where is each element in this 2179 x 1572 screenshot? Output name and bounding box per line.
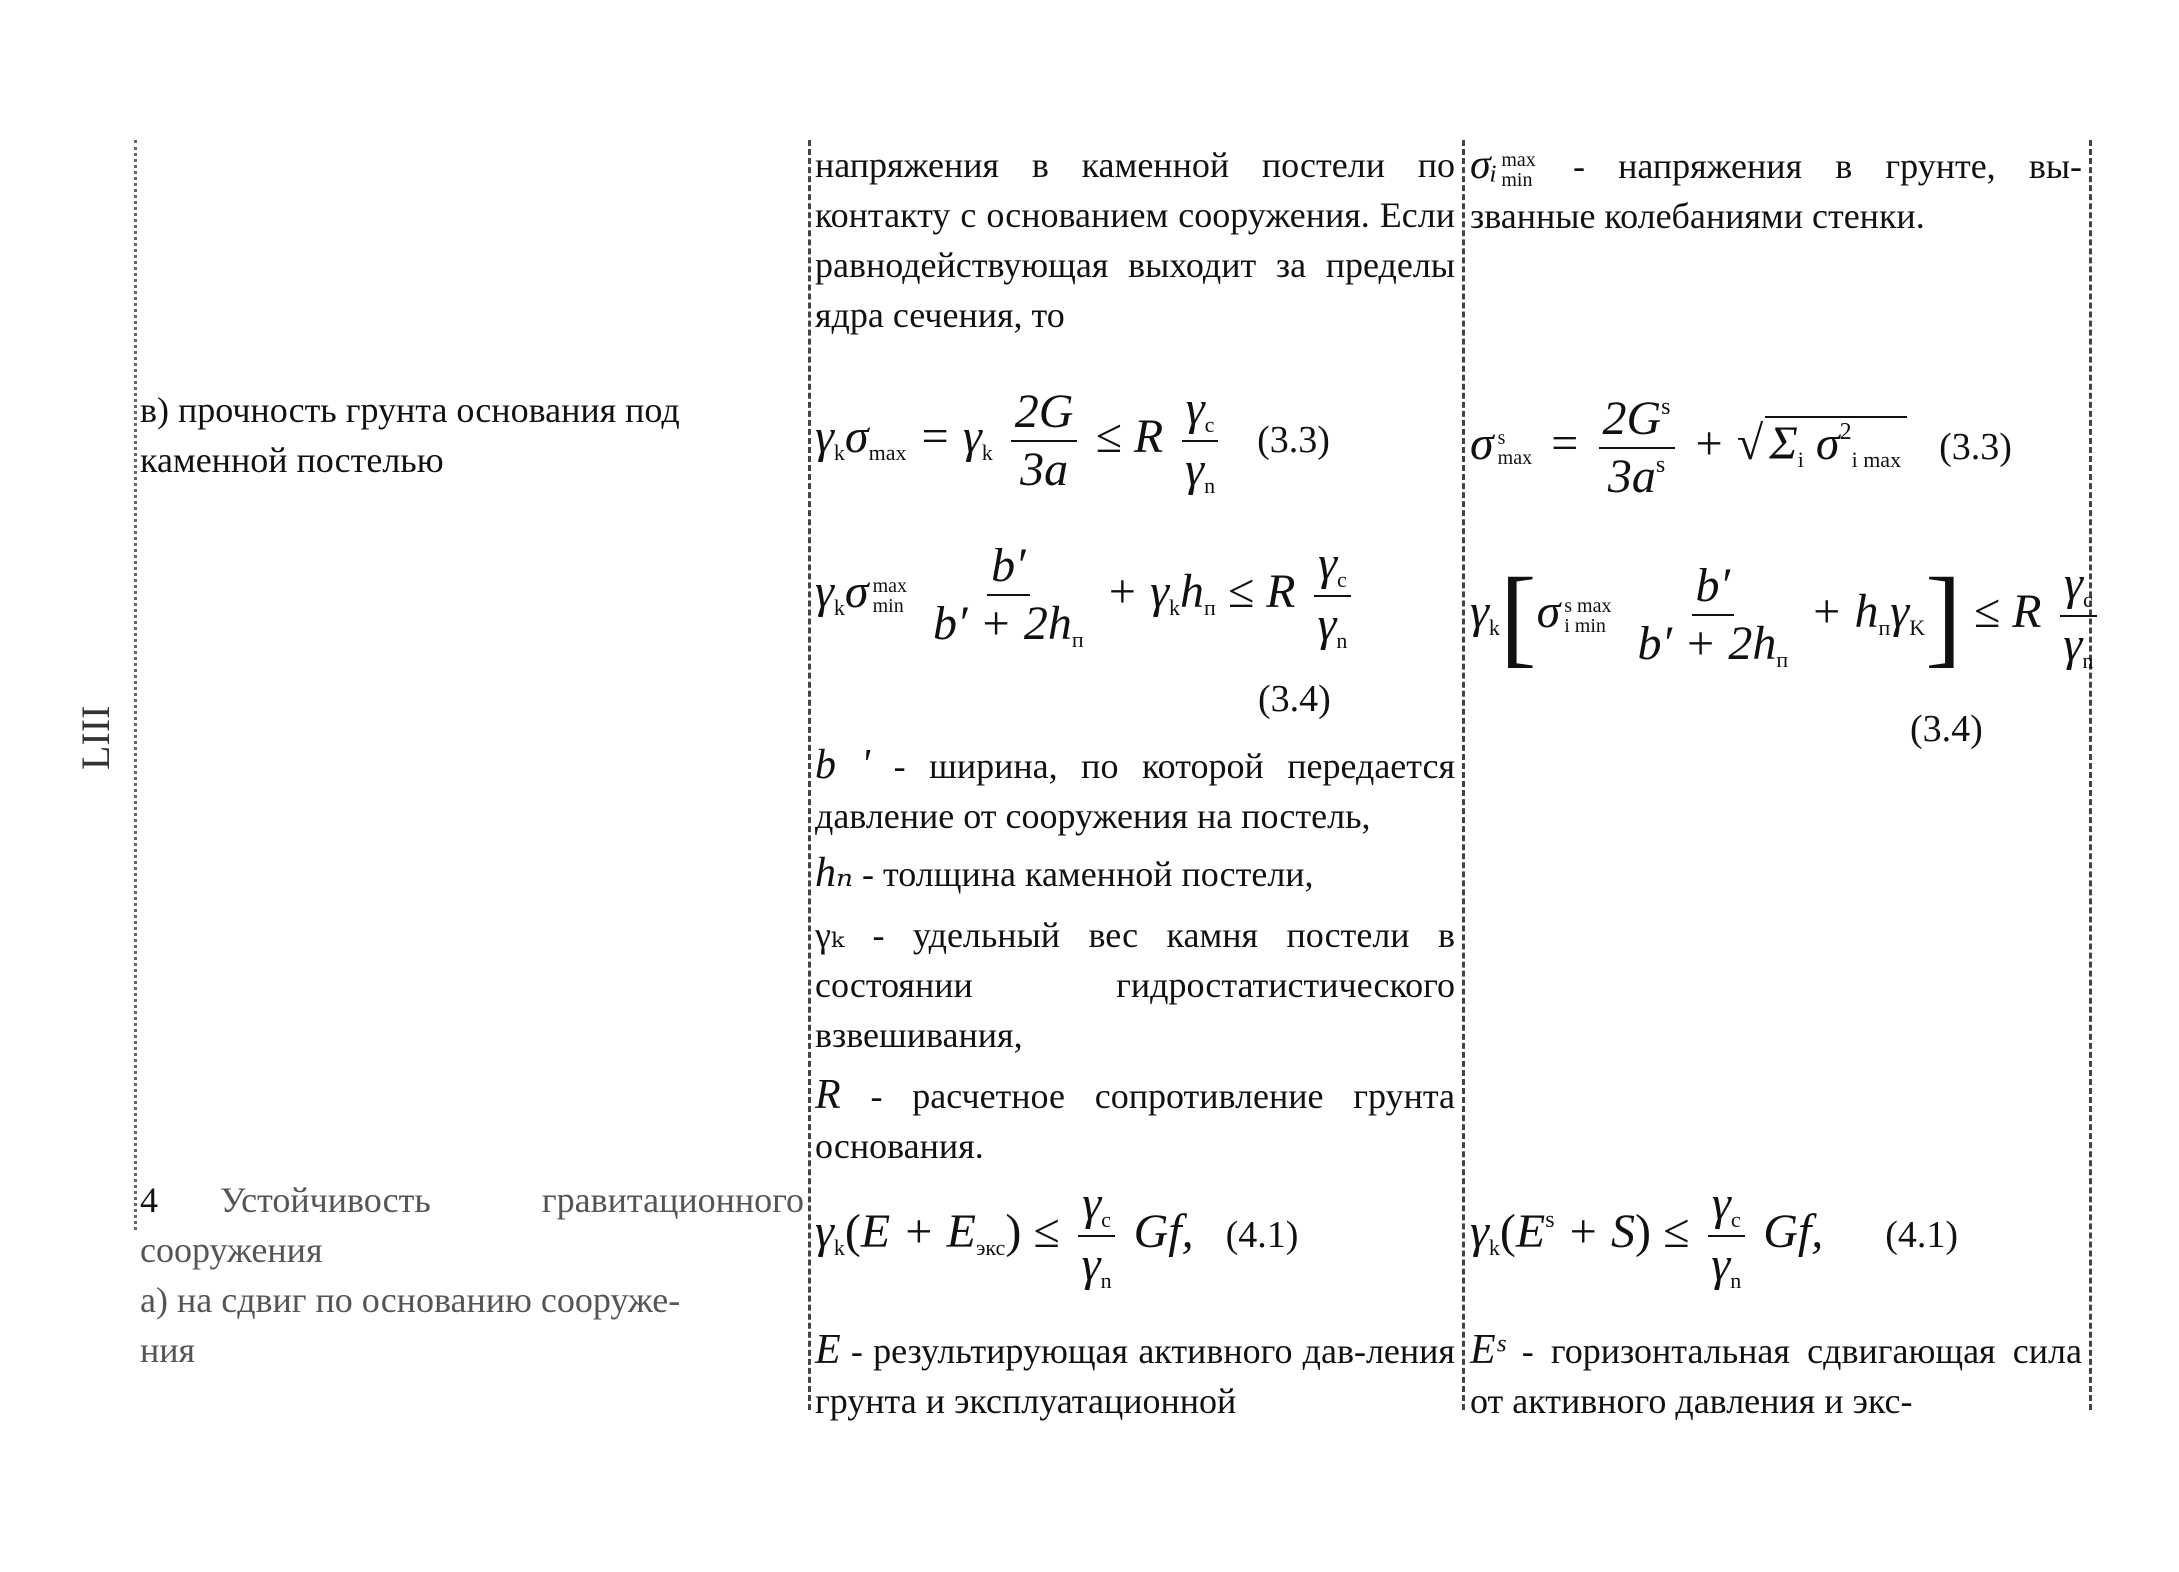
- symbol-Es: Eˢ: [1470, 1327, 1505, 1373]
- middle-intro-paragraph: напряжения в каменной постели по контакт…: [815, 145, 1455, 335]
- eq-3-3-number-middle: (3.3): [1257, 419, 1330, 462]
- column-divider-2: [1462, 140, 1465, 1410]
- eq-3-4-number-right: (3.4): [1910, 708, 1983, 750]
- symbol-sigma: σᵢ: [1470, 142, 1498, 188]
- definition-R-text: - расчетное сопротивление грунта основан…: [815, 1076, 1455, 1166]
- right-border-rule: [2089, 140, 2092, 1410]
- symbol-gamma: γₖ: [815, 915, 845, 955]
- definition-E-text: - результирующая активного дав-ления гру…: [815, 1331, 1455, 1421]
- definition-b: b ' - ширина, по которой передается давл…: [815, 740, 1455, 841]
- symbol-b: b ': [815, 742, 871, 788]
- definition-b-text: - ширина, по которой передается давление…: [815, 746, 1455, 836]
- eq-3-4-number-middle: (3.4): [1258, 678, 1331, 720]
- eq-4-1-number-right: (4.1): [1885, 1214, 1959, 1257]
- side-page-mark: LIII: [73, 705, 118, 770]
- definition-h: hₙ - толщина каменной постели,: [815, 848, 1314, 899]
- symbol-h: hₙ: [815, 850, 854, 896]
- item-v-line1: в) прочность грунта основания под: [140, 390, 680, 430]
- definition-sigma-text: - напряжения в грунте, вы-званные колеба…: [1470, 146, 2082, 236]
- definition-h-text: - толщина каменной постели,: [853, 854, 1314, 894]
- item-a-line1: а) на сдвиг по основанию сооруже-: [140, 1280, 681, 1320]
- definition-gamma: γₖ - удельный вес камня постели в состоя…: [815, 910, 1455, 1060]
- definition-E: E - результирующая активного дав-ления г…: [815, 1325, 1455, 1426]
- left-margin-rule: [134, 140, 137, 1230]
- definition-R: R - расчетное сопротивление грунта основ…: [815, 1070, 1455, 1171]
- item-v-line2: каменной постелью: [140, 440, 444, 480]
- item-4-number: 4: [140, 1180, 158, 1220]
- item-a-line2: ния: [140, 1330, 196, 1370]
- item-4-line1: Устойчивость гравитационного: [220, 1180, 804, 1220]
- symbol-E: E: [815, 1327, 841, 1373]
- eq-4-1-number-middle: (4.1): [1225, 1214, 1299, 1257]
- definition-Es: Eˢ - горизонтальная сдвигающая сила от а…: [1470, 1325, 2082, 1426]
- item-4-line2: сооружения: [140, 1230, 323, 1270]
- definition-gamma-text: - удельный вес камня постели в состоянии…: [815, 915, 1455, 1055]
- symbol-R: R: [815, 1072, 841, 1118]
- definition-Es-text: - горизонтальная сдвигающая сила от акти…: [1470, 1331, 2082, 1421]
- column-divider-1: [808, 140, 811, 1410]
- eq-3-3-number-right: (3.3): [1939, 426, 2012, 469]
